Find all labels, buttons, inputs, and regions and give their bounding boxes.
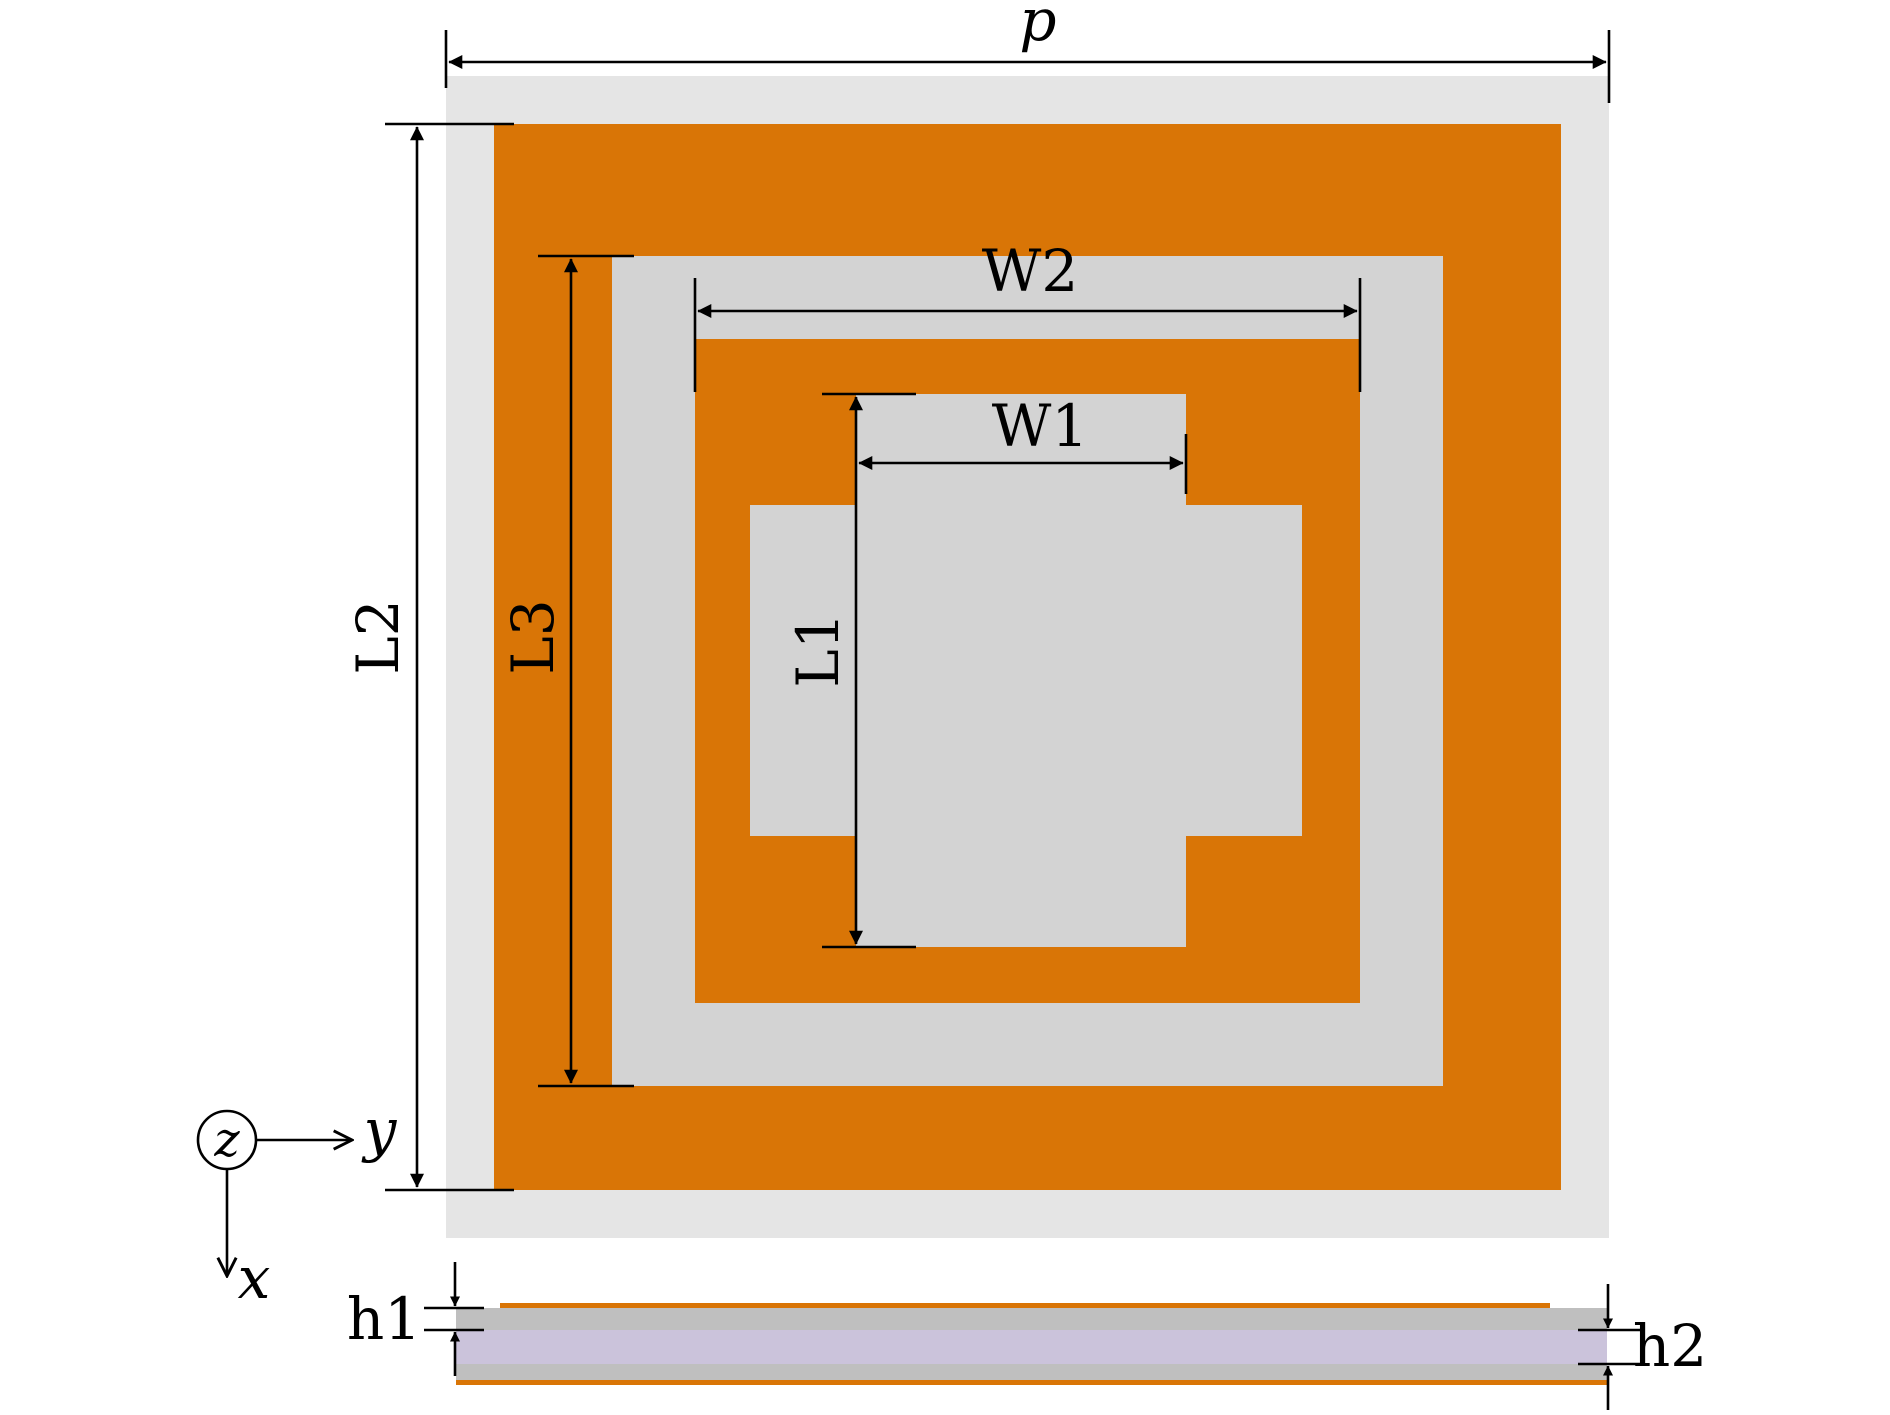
label-axis-z: z xyxy=(213,1112,240,1168)
dimension-h2: h2 xyxy=(1578,1284,1707,1410)
label-axis-y: y xyxy=(361,1096,398,1164)
label-w2: W2 xyxy=(982,237,1079,305)
label-h1: h1 xyxy=(347,1285,421,1353)
label-w1: W1 xyxy=(992,392,1089,460)
dimension-w1: W1 xyxy=(858,392,1188,494)
top-dielectric-layer xyxy=(456,1308,1607,1330)
spacer-layer xyxy=(456,1330,1607,1364)
label-axis-x: x xyxy=(238,1244,271,1312)
inner-cross-slot xyxy=(750,394,1302,947)
label-l1: L1 xyxy=(784,612,852,687)
dimension-p: p xyxy=(444,0,1611,103)
label-l3: L3 xyxy=(499,599,567,674)
ground-copper-layer xyxy=(456,1380,1607,1385)
dimension-l2: L2 xyxy=(344,122,514,1192)
dimension-h1: h1 xyxy=(347,1262,484,1376)
label-l2: L2 xyxy=(344,599,412,674)
bottom-dielectric-layer xyxy=(456,1364,1607,1380)
coordinate-system: z y x xyxy=(196,1096,398,1312)
dimension-l1: L1 xyxy=(784,392,916,949)
top-copper-layer xyxy=(500,1303,1550,1308)
label-p: p xyxy=(1019,0,1056,54)
cross-section-view xyxy=(456,1303,1607,1385)
dimension-l3: L3 xyxy=(499,254,634,1088)
dimension-w2: W2 xyxy=(693,237,1362,392)
label-h2: h2 xyxy=(1633,1312,1707,1380)
